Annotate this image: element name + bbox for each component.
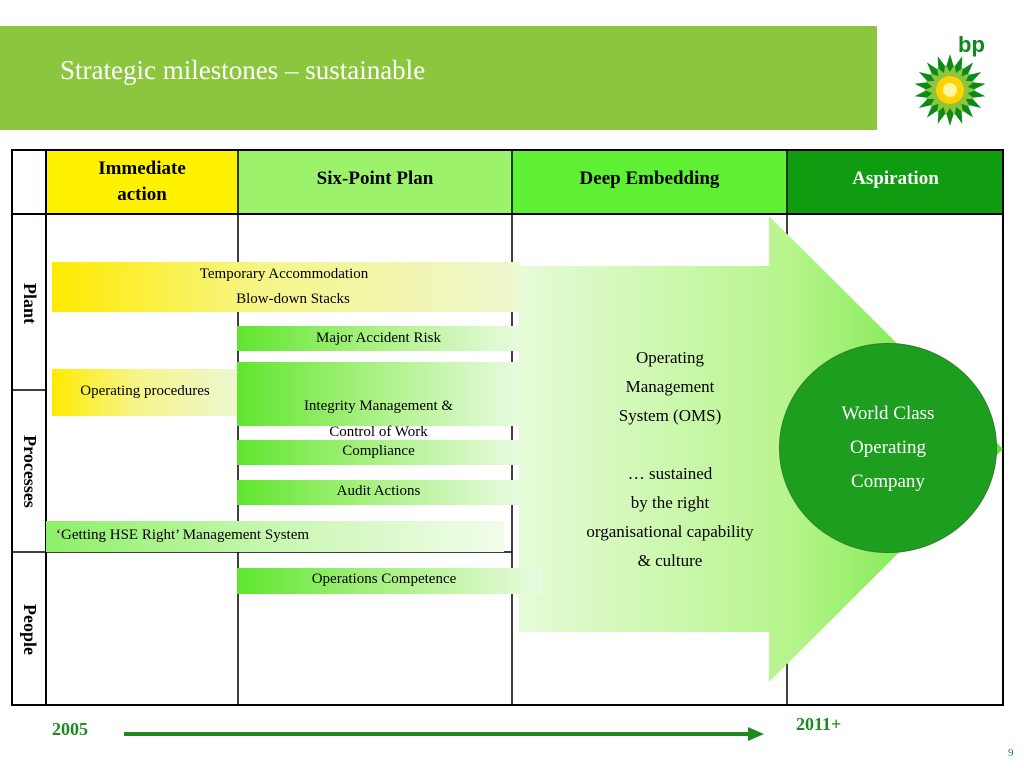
bar-label-temporary-accommodation: Temporary Accommodation	[199, 266, 369, 282]
header-fill-aspiration	[787, 149, 1004, 214]
bar-label-compliance: Compliance	[342, 443, 415, 459]
column-header-aspiration: Aspiration	[852, 168, 939, 189]
bar-label-integrity-management: Integrity Management & Control of Work	[303, 398, 454, 440]
bar-label-audit-actions: Audit Actions	[336, 483, 421, 499]
page-title: Strategic milestones – sustainable	[60, 55, 426, 85]
slide-number: 9	[1008, 747, 1014, 759]
bar-audit-actions: Audit Actions	[237, 480, 520, 505]
bar-label-getting-hse-right: ‘Getting HSE Right’ Management System	[56, 527, 310, 543]
bar-integrity-management: Integrity Management & Control of Work	[237, 362, 520, 440]
helios-petal-inner	[930, 94, 944, 107]
bar-label-blowdown-stacks: Blow-down Stacks	[236, 291, 350, 307]
row-label-people: People	[19, 603, 40, 655]
bar-getting-hse-right: ‘Getting HSE Right’ Management System	[46, 521, 504, 552]
bp-helios-icon: bp	[914, 32, 986, 126]
row-label-plant: Plant	[19, 282, 40, 324]
bar-label-operating-procedures: Operating procedures	[80, 383, 210, 399]
oms-description: Operating Management System (OMS) … sust…	[586, 348, 754, 570]
column-header-six-point-plan: Six-Point Plan	[316, 168, 434, 189]
bar-label-major-accident-risk: Major Accident Risk	[316, 330, 441, 346]
header-fill-deep-embedding	[512, 149, 787, 214]
aspiration-circle-label: World Class Operating Company	[841, 403, 935, 492]
bar-label-operations-competence: Operations Competence	[311, 571, 457, 587]
header-fill-immediate	[46, 149, 238, 214]
row-label-processes: Processes	[19, 434, 40, 508]
world-class-operating-company-circle: World Class Operating Company	[779, 343, 997, 553]
bar-major-accident-risk: Major Accident Risk	[237, 326, 520, 351]
helios-petal-inner	[956, 73, 970, 86]
timeline-end-year: 2011+	[796, 714, 842, 734]
bar-operations-competence: Operations Competence	[237, 568, 543, 594]
bar-temporary-accommodation: Temporary Accommodation	[52, 262, 520, 312]
bp-logo: bp	[906, 30, 998, 130]
timeline-arrow	[124, 727, 764, 741]
column-header-deep-embedding: Deep Embedding	[579, 168, 720, 189]
header-banner	[0, 26, 877, 130]
bar-compliance: Compliance	[237, 440, 520, 465]
oms-arrow	[519, 216, 1003, 682]
helios-petal-inner	[942, 64, 953, 79]
milestone-matrix	[11, 149, 1004, 706]
helios-petal-inner	[930, 73, 944, 86]
timeline-start-year: 2005	[52, 719, 88, 739]
helios-petal-inner	[956, 94, 970, 107]
bar-operating-procedures: Operating procedures	[52, 369, 238, 416]
bp-wordmark: bp	[958, 32, 985, 57]
column-header-immediate-action: Immediate action	[98, 158, 186, 205]
header-fill-six-point	[238, 149, 512, 214]
